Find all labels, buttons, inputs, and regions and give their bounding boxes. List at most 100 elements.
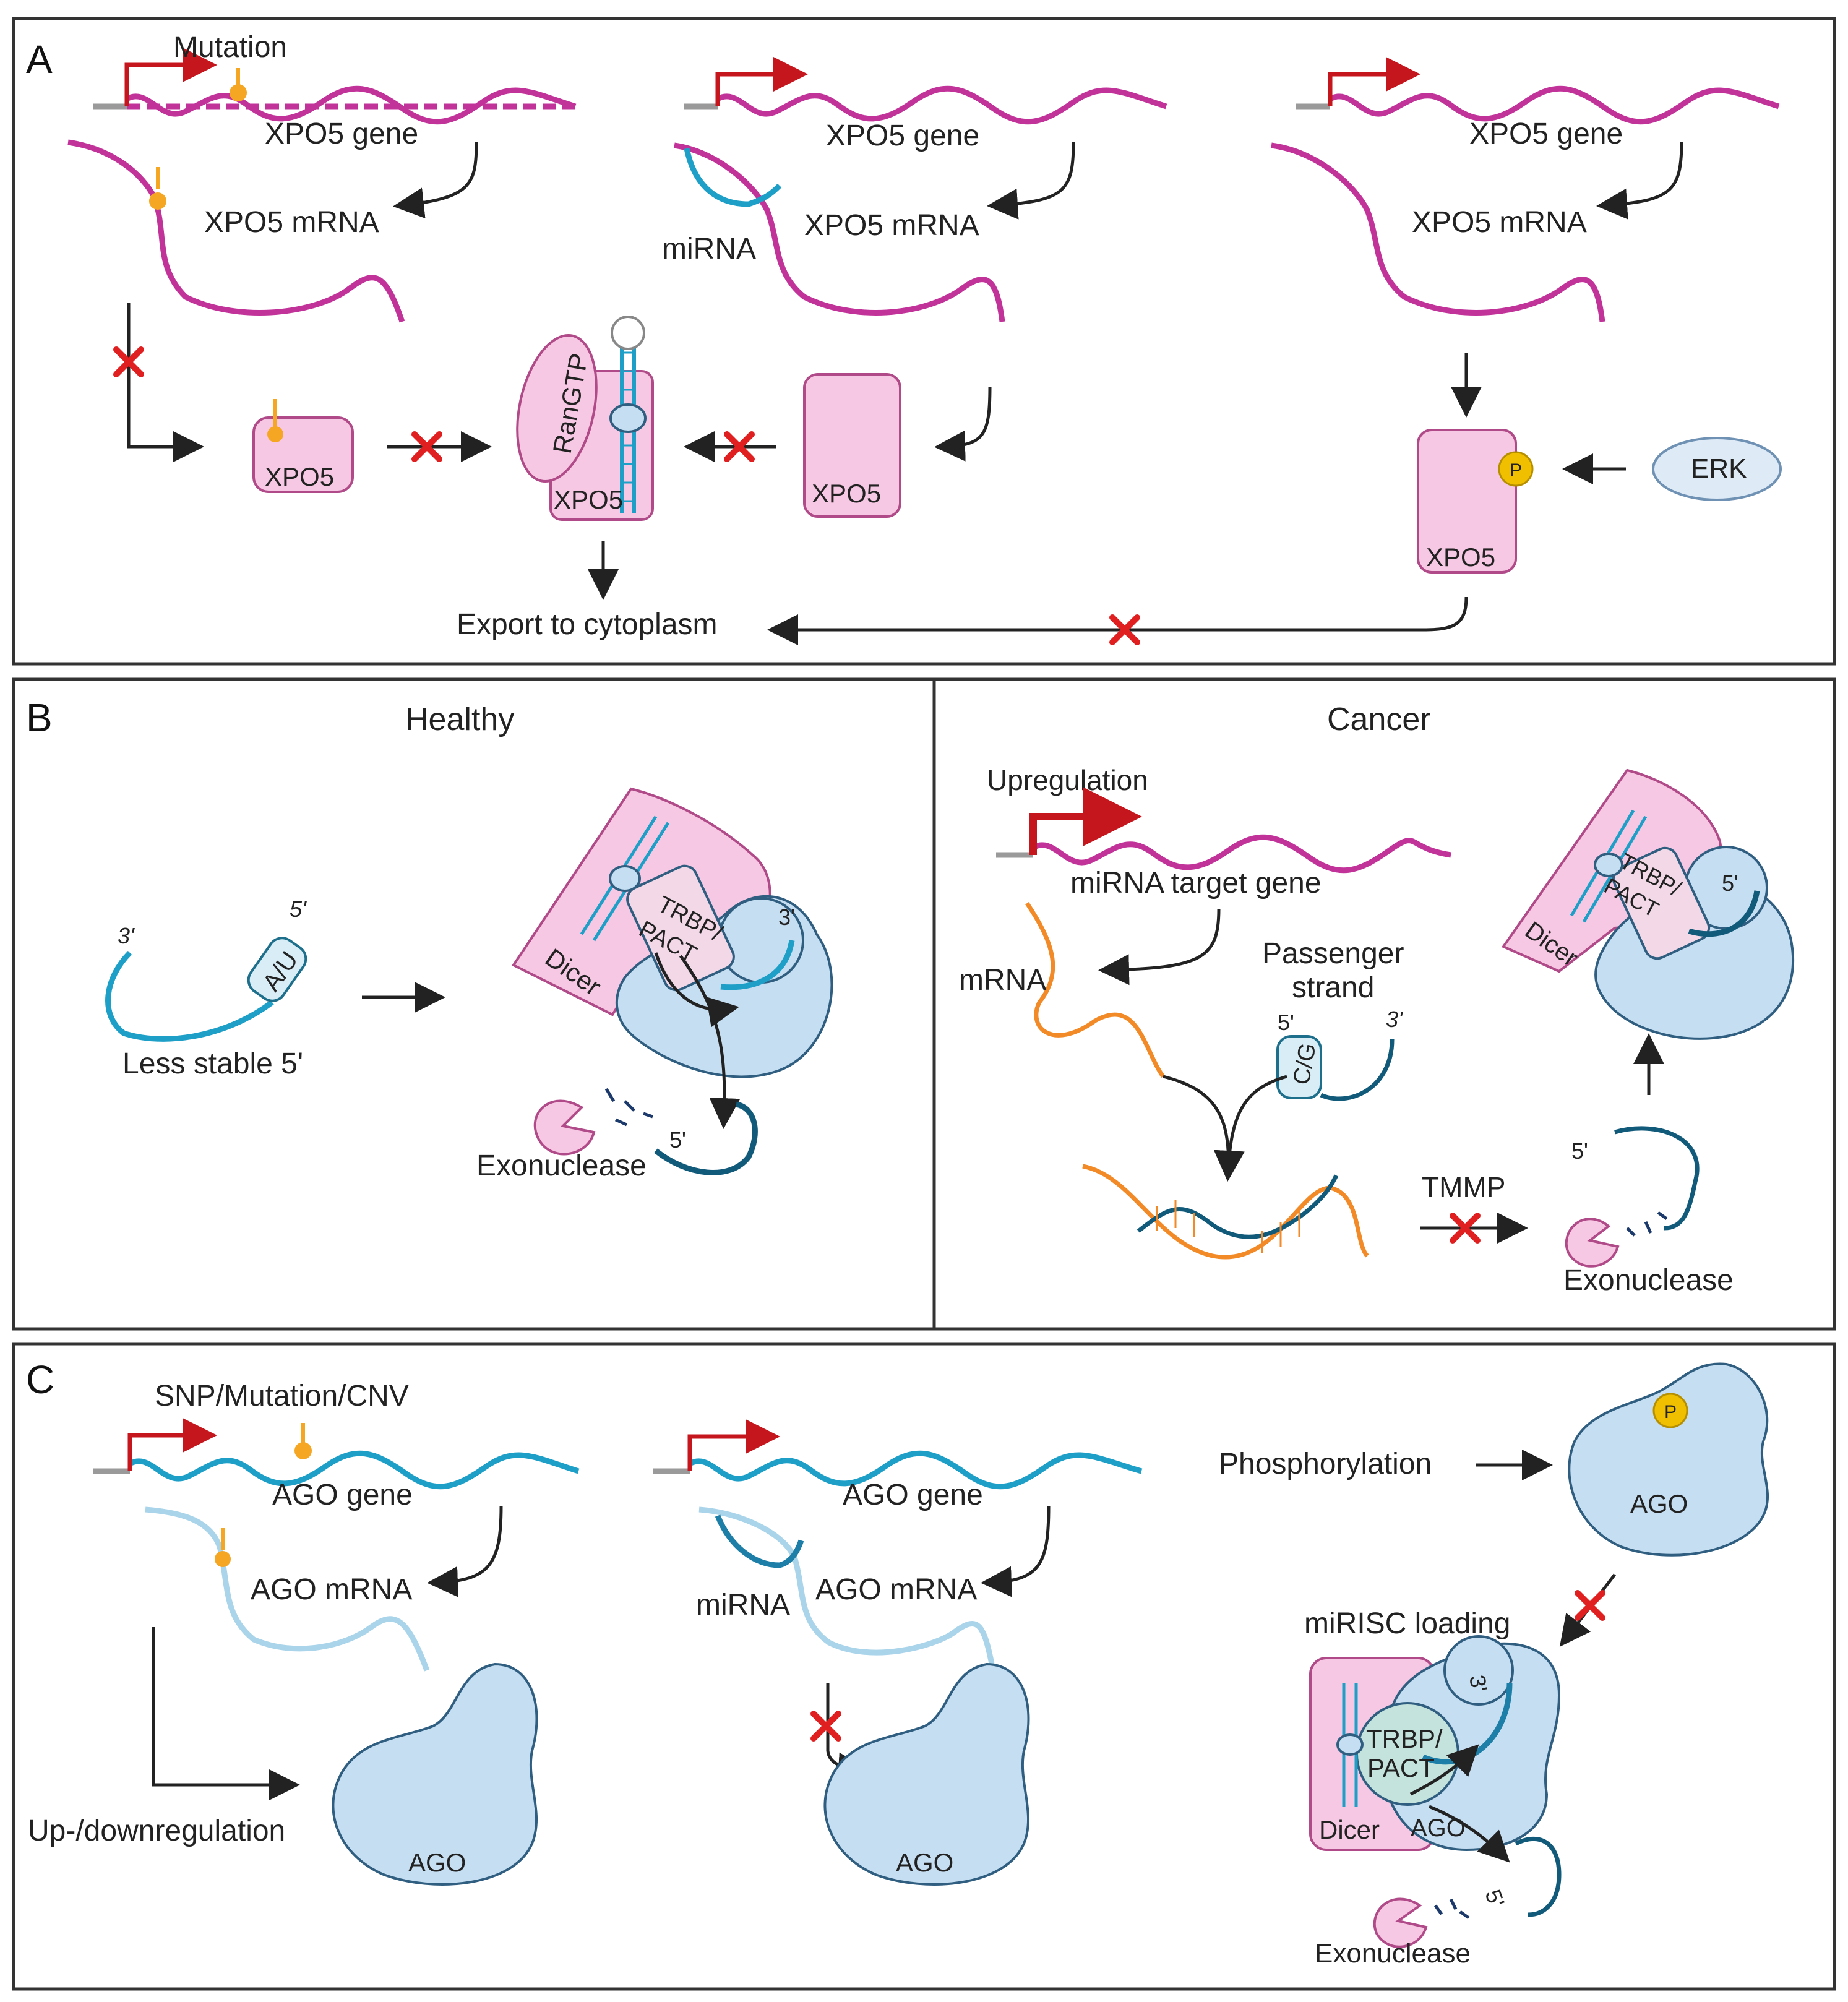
five-prime-label-b2: 5': [669, 1127, 686, 1153]
xpo5-mrna-label-1: XPO5 mRNA: [204, 206, 379, 239]
pact-label-c: PACT: [1367, 1753, 1435, 1782]
xpo5-mutant-label: XPO5: [265, 462, 334, 491]
promoter-arrow-icon: [124, 48, 217, 106]
xpo5-gene-label-2: XPO5 gene: [826, 119, 979, 152]
red-x-icon: [1578, 1593, 1602, 1618]
mirna-duplex-strand: [105, 950, 274, 1042]
phosphorylation-label: Phosphorylation: [1219, 1448, 1432, 1480]
updown-label: Up-/downregulation: [28, 1815, 285, 1847]
three-prime-label-b2: 3': [778, 904, 795, 930]
passenger-label: Passenger: [1262, 937, 1404, 970]
ago-protein-1: [332, 1662, 538, 1886]
five-prime-label-b4: 5': [1571, 1138, 1588, 1164]
dicer-trbp-ago-complex-healthy: [512, 787, 833, 1129]
upregulation-label: Upregulation: [987, 764, 1148, 796]
phospho-p-label-a: P: [1510, 460, 1522, 481]
ago-gene-label-1: AGO gene: [272, 1479, 413, 1511]
ago-mrna-1: [145, 1506, 430, 1672]
xpo5-gene-2: [684, 57, 1167, 125]
five-prime-label-b3: 5': [1278, 1010, 1294, 1035]
tmmp-label: TMMP: [1422, 1171, 1505, 1203]
exonuclease-icon: [1565, 1218, 1620, 1268]
xpo5-complex-label: XPO5: [554, 485, 623, 514]
phosphate-p-icon: [1498, 451, 1534, 487]
panel-a-frame: [12, 17, 1836, 666]
xpo5-mrna-label-3: XPO5 mRNA: [1412, 206, 1587, 239]
au-end-box: [247, 937, 307, 1002]
mirna-strand-c: [715, 1514, 804, 1568]
panel-b-label: B: [26, 695, 53, 740]
xpo5-gene-label-3: XPO5 gene: [1469, 118, 1623, 150]
target-gene-label: miRNA target gene: [1070, 867, 1322, 900]
passenger-strand-curve: [1320, 1039, 1395, 1101]
dicer-label-c: Dicer: [1319, 1815, 1380, 1844]
mirna-strand-a: [684, 148, 782, 207]
xpo5-mrna-3: [1271, 142, 1605, 322]
ago-label-4: AGO: [1411, 1815, 1466, 1842]
panel-c-label: C: [26, 1357, 54, 1402]
mirna-target-gene: [996, 787, 1451, 874]
xpo5-mrna-2: [674, 142, 1005, 322]
xpo5-phospho-label: XPO5: [1426, 543, 1495, 572]
mutation-label: Mutation: [173, 31, 287, 64]
mutation-pin-icon: [230, 68, 247, 101]
trbp-label-c: TRBP/: [1366, 1724, 1443, 1753]
mirna-label-a: miRNA: [662, 233, 756, 265]
released-strand-c: [1515, 1836, 1562, 1917]
exonuclease-label-b2: Exonuclease: [1563, 1264, 1734, 1297]
phosphate-p-icon: [1652, 1393, 1688, 1428]
erk-kinase: [1652, 437, 1782, 501]
red-x-icon: [814, 1714, 838, 1738]
five-prime-label-b1: 5': [290, 896, 307, 922]
mrna-label-b: mRNA: [959, 964, 1046, 997]
ago-label-2: AGO: [896, 1848, 953, 1877]
ago-mrna-label-2: AGO mRNA: [815, 1573, 977, 1606]
three-prime-label-b1: 3': [118, 923, 135, 948]
ago-label-1: AGO: [408, 1848, 466, 1877]
ago-gene-1: [93, 1418, 580, 1490]
panel-c-frame: [12, 1342, 1836, 1991]
xpo5-gene-label-1: XPO5 gene: [265, 118, 418, 150]
target-mrna-strand: [1025, 902, 1165, 1078]
snp-label: SNP/Mutation/CNV: [155, 1380, 409, 1412]
dicer-trbp-ago-complex-cancer: [1501, 768, 1795, 1040]
five-prime-label-c: 5': [1480, 1886, 1510, 1910]
mirisc-complex: [1309, 1635, 1561, 1863]
exonuclease-icon: [1373, 1897, 1428, 1948]
ago-protein-2: [823, 1662, 1030, 1886]
phospho-p-label-c: P: [1664, 1402, 1677, 1422]
five-prime-label-b5: 5': [1722, 870, 1738, 896]
ago-gene-2: [653, 1419, 1143, 1490]
released-guide-strand: [654, 1101, 758, 1175]
mirisc-label: miRISC loading: [1304, 1607, 1510, 1640]
mutation-site-icon: [215, 1551, 231, 1567]
xpo5-rangtp-complex: [516, 316, 654, 521]
xpo5-mrna-label-2: XPO5 mRNA: [804, 209, 979, 242]
cancer-heading: Cancer: [1327, 702, 1431, 737]
three-prime-label-b3: 3': [1386, 1007, 1403, 1032]
guide-strand-c: [1614, 1126, 1700, 1231]
exonuclease-label-c: Exonuclease: [1315, 1938, 1471, 1969]
panel-a-label: A: [26, 37, 53, 82]
xpo5-mrna-1: [67, 139, 405, 323]
panel-b-frame: [12, 677, 1836, 1331]
mirna-label-c: miRNA: [696, 1589, 790, 1622]
xpo5-phosphorylated-protein: [1417, 429, 1517, 574]
mutation-site-icon: [149, 192, 166, 210]
less-stable-label: Less stable 5': [122, 1047, 303, 1080]
ago-gene-label-2: AGO gene: [843, 1479, 983, 1511]
mrna-mirna-duplex: [1082, 1164, 1369, 1260]
cg-end-box: [1276, 1035, 1322, 1099]
ago-mrna-label-1: AGO mRNA: [251, 1573, 412, 1606]
xpo5-protein-label: XPO5: [812, 479, 881, 508]
exonuclease-label-b1: Exonuclease: [476, 1149, 647, 1182]
erk-label: ERK: [1691, 453, 1747, 484]
export-to-cytoplasm-label: Export to cytoplasm: [457, 608, 718, 641]
ago-label-3: AGO: [1630, 1489, 1688, 1518]
xpo5-protein: [803, 373, 901, 518]
xpo5-gene-1: [93, 48, 577, 125]
mutation-pin-icon: [294, 1442, 312, 1459]
exonuclease-icon: [533, 1099, 596, 1156]
xpo5-gene-3: [1296, 57, 1780, 125]
